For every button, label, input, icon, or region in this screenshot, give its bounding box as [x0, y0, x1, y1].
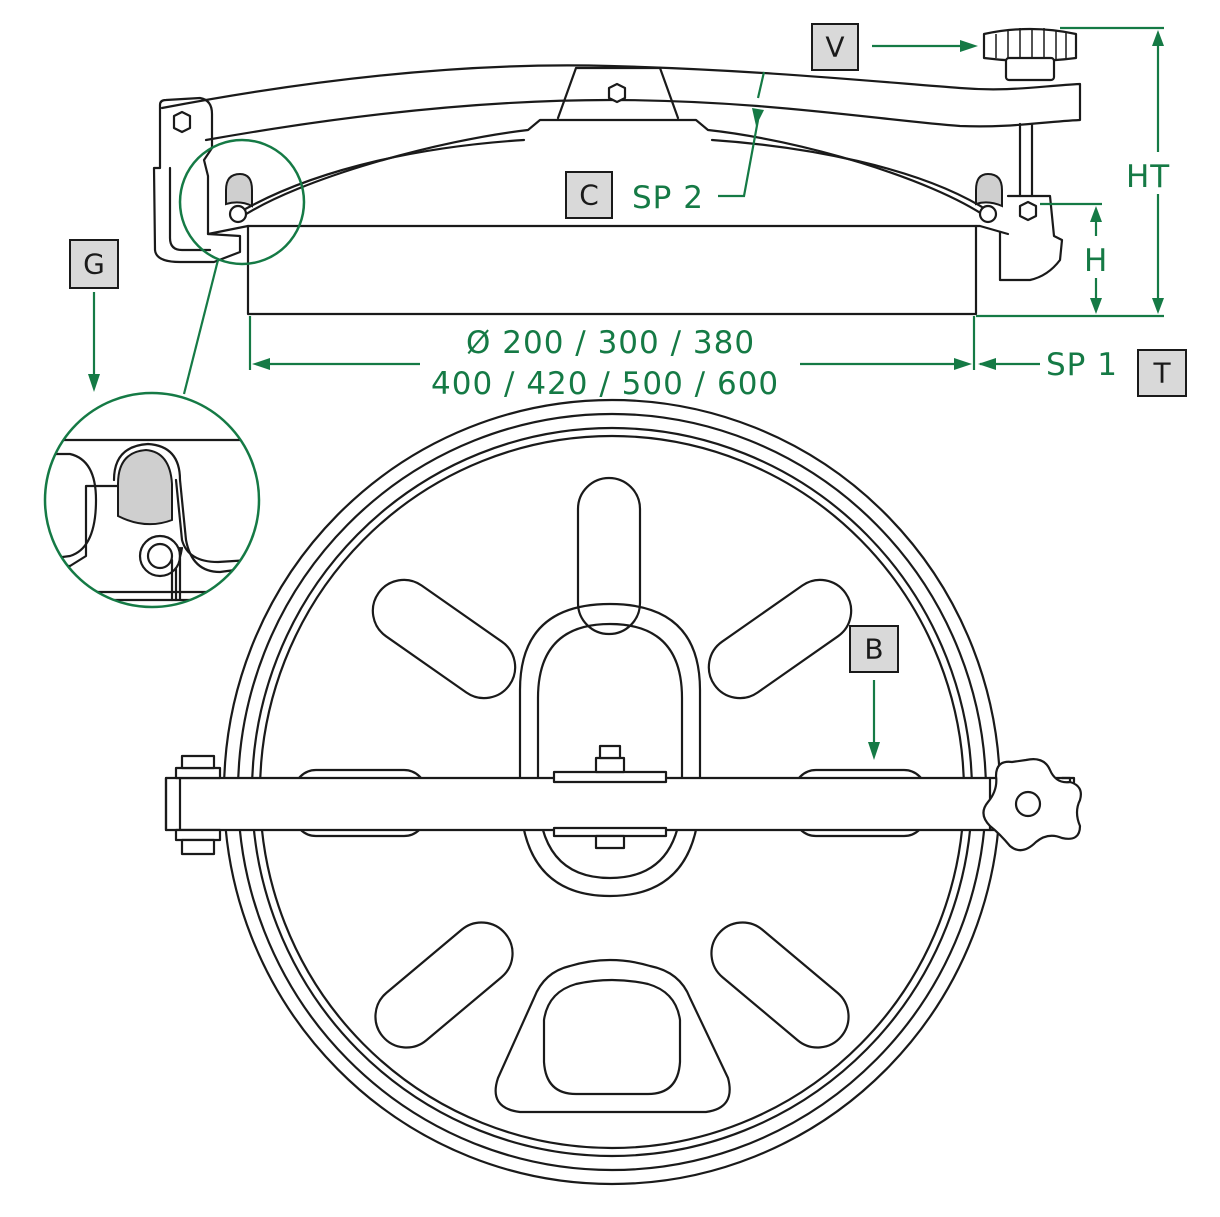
- star-handwheel-icon: [982, 758, 1082, 852]
- svg-text:C: C: [579, 179, 599, 212]
- detail-view: [43, 391, 261, 609]
- svg-text:V: V: [825, 31, 844, 64]
- gasket-right: [975, 172, 1003, 208]
- latch-bolt-icon: [1018, 200, 1038, 222]
- cross-bar: [160, 64, 1082, 142]
- top-cross-bar: [164, 776, 1072, 832]
- tag-c: C: [565, 171, 613, 219]
- latch-post: [1018, 122, 1034, 198]
- hinge-bolt-icon: [172, 110, 192, 134]
- detail-leader: [182, 259, 220, 395]
- diameter-line1: Ø 200 / 300 / 380: [466, 325, 755, 361]
- frame-body: [246, 224, 978, 316]
- bottom-recess-outer: [494, 958, 731, 1114]
- tag-v: V: [811, 23, 859, 71]
- handwheel-knob-side: [982, 27, 1078, 82]
- slot-top: [576, 476, 642, 636]
- sp2-label: SP 2: [632, 180, 704, 216]
- side-dimensions: HT H SP 2 Ø 200 / 300 / 380 400 / 420 / …: [248, 26, 1170, 402]
- hinge-bracket: [152, 96, 242, 264]
- frame-flange: [206, 224, 1010, 236]
- slot-upper-left: [371, 578, 517, 700]
- slot-lower-right: [710, 921, 850, 1049]
- side-view: [152, 27, 1082, 316]
- gasket-left: [225, 172, 253, 208]
- hinge-bolts-icon: [174, 754, 222, 856]
- detail-callout-circle: [178, 138, 306, 266]
- center-saddle: [556, 66, 680, 120]
- center-bolt-icon: [607, 82, 627, 104]
- sp1-label: SP 1: [1046, 347, 1118, 383]
- diameter-line2: 400 / 420 / 500 / 600: [431, 366, 779, 402]
- slot-upper-right: [707, 578, 853, 700]
- h-label: H: [1084, 243, 1108, 279]
- top-view: [164, 398, 1082, 1186]
- center-plate: [552, 770, 668, 784]
- dished-lid: [238, 118, 990, 220]
- center-nut-icon: [594, 756, 626, 774]
- tag-t: T: [1137, 349, 1187, 397]
- tag-g: G: [69, 239, 119, 289]
- latch-bracket: [998, 194, 1064, 282]
- svg-text:B: B: [864, 633, 883, 666]
- ht-label: HT: [1126, 159, 1170, 195]
- svg-text:G: G: [83, 248, 105, 281]
- svg-text:T: T: [1152, 357, 1171, 390]
- tag-b: B: [849, 625, 899, 673]
- bottom-recess-inner: [542, 978, 682, 1096]
- slot-lower-left: [374, 921, 514, 1049]
